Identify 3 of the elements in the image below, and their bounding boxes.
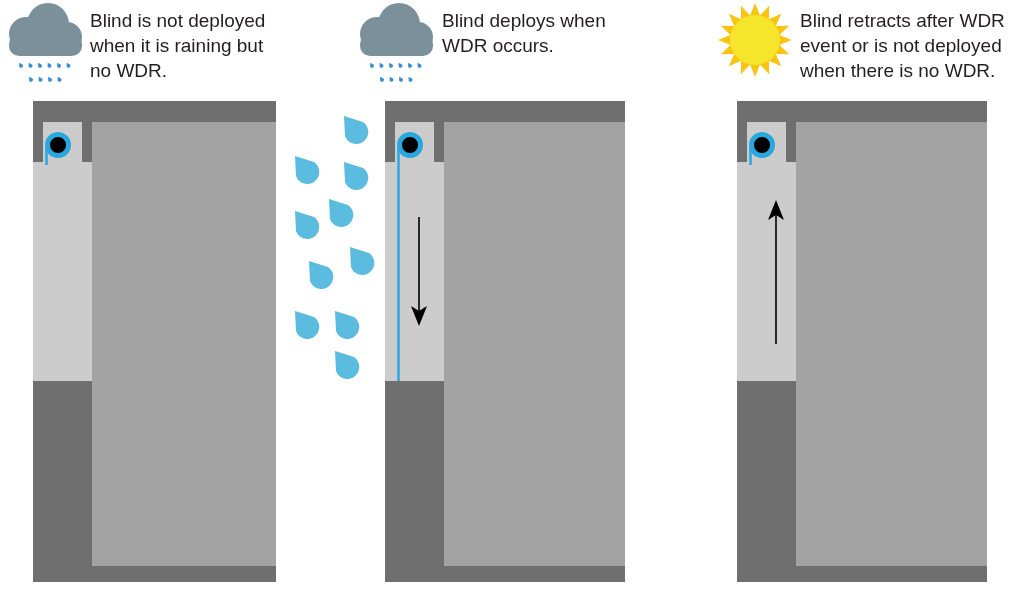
note-text: Blind is not deployed when it is raining but no WDR.	[90, 9, 267, 83]
note-text: Blind deploys when WDR occurs.	[442, 9, 607, 58]
note-text: Blind retracts after WDR event or is not deployed when there is no WDR.	[800, 9, 1006, 83]
